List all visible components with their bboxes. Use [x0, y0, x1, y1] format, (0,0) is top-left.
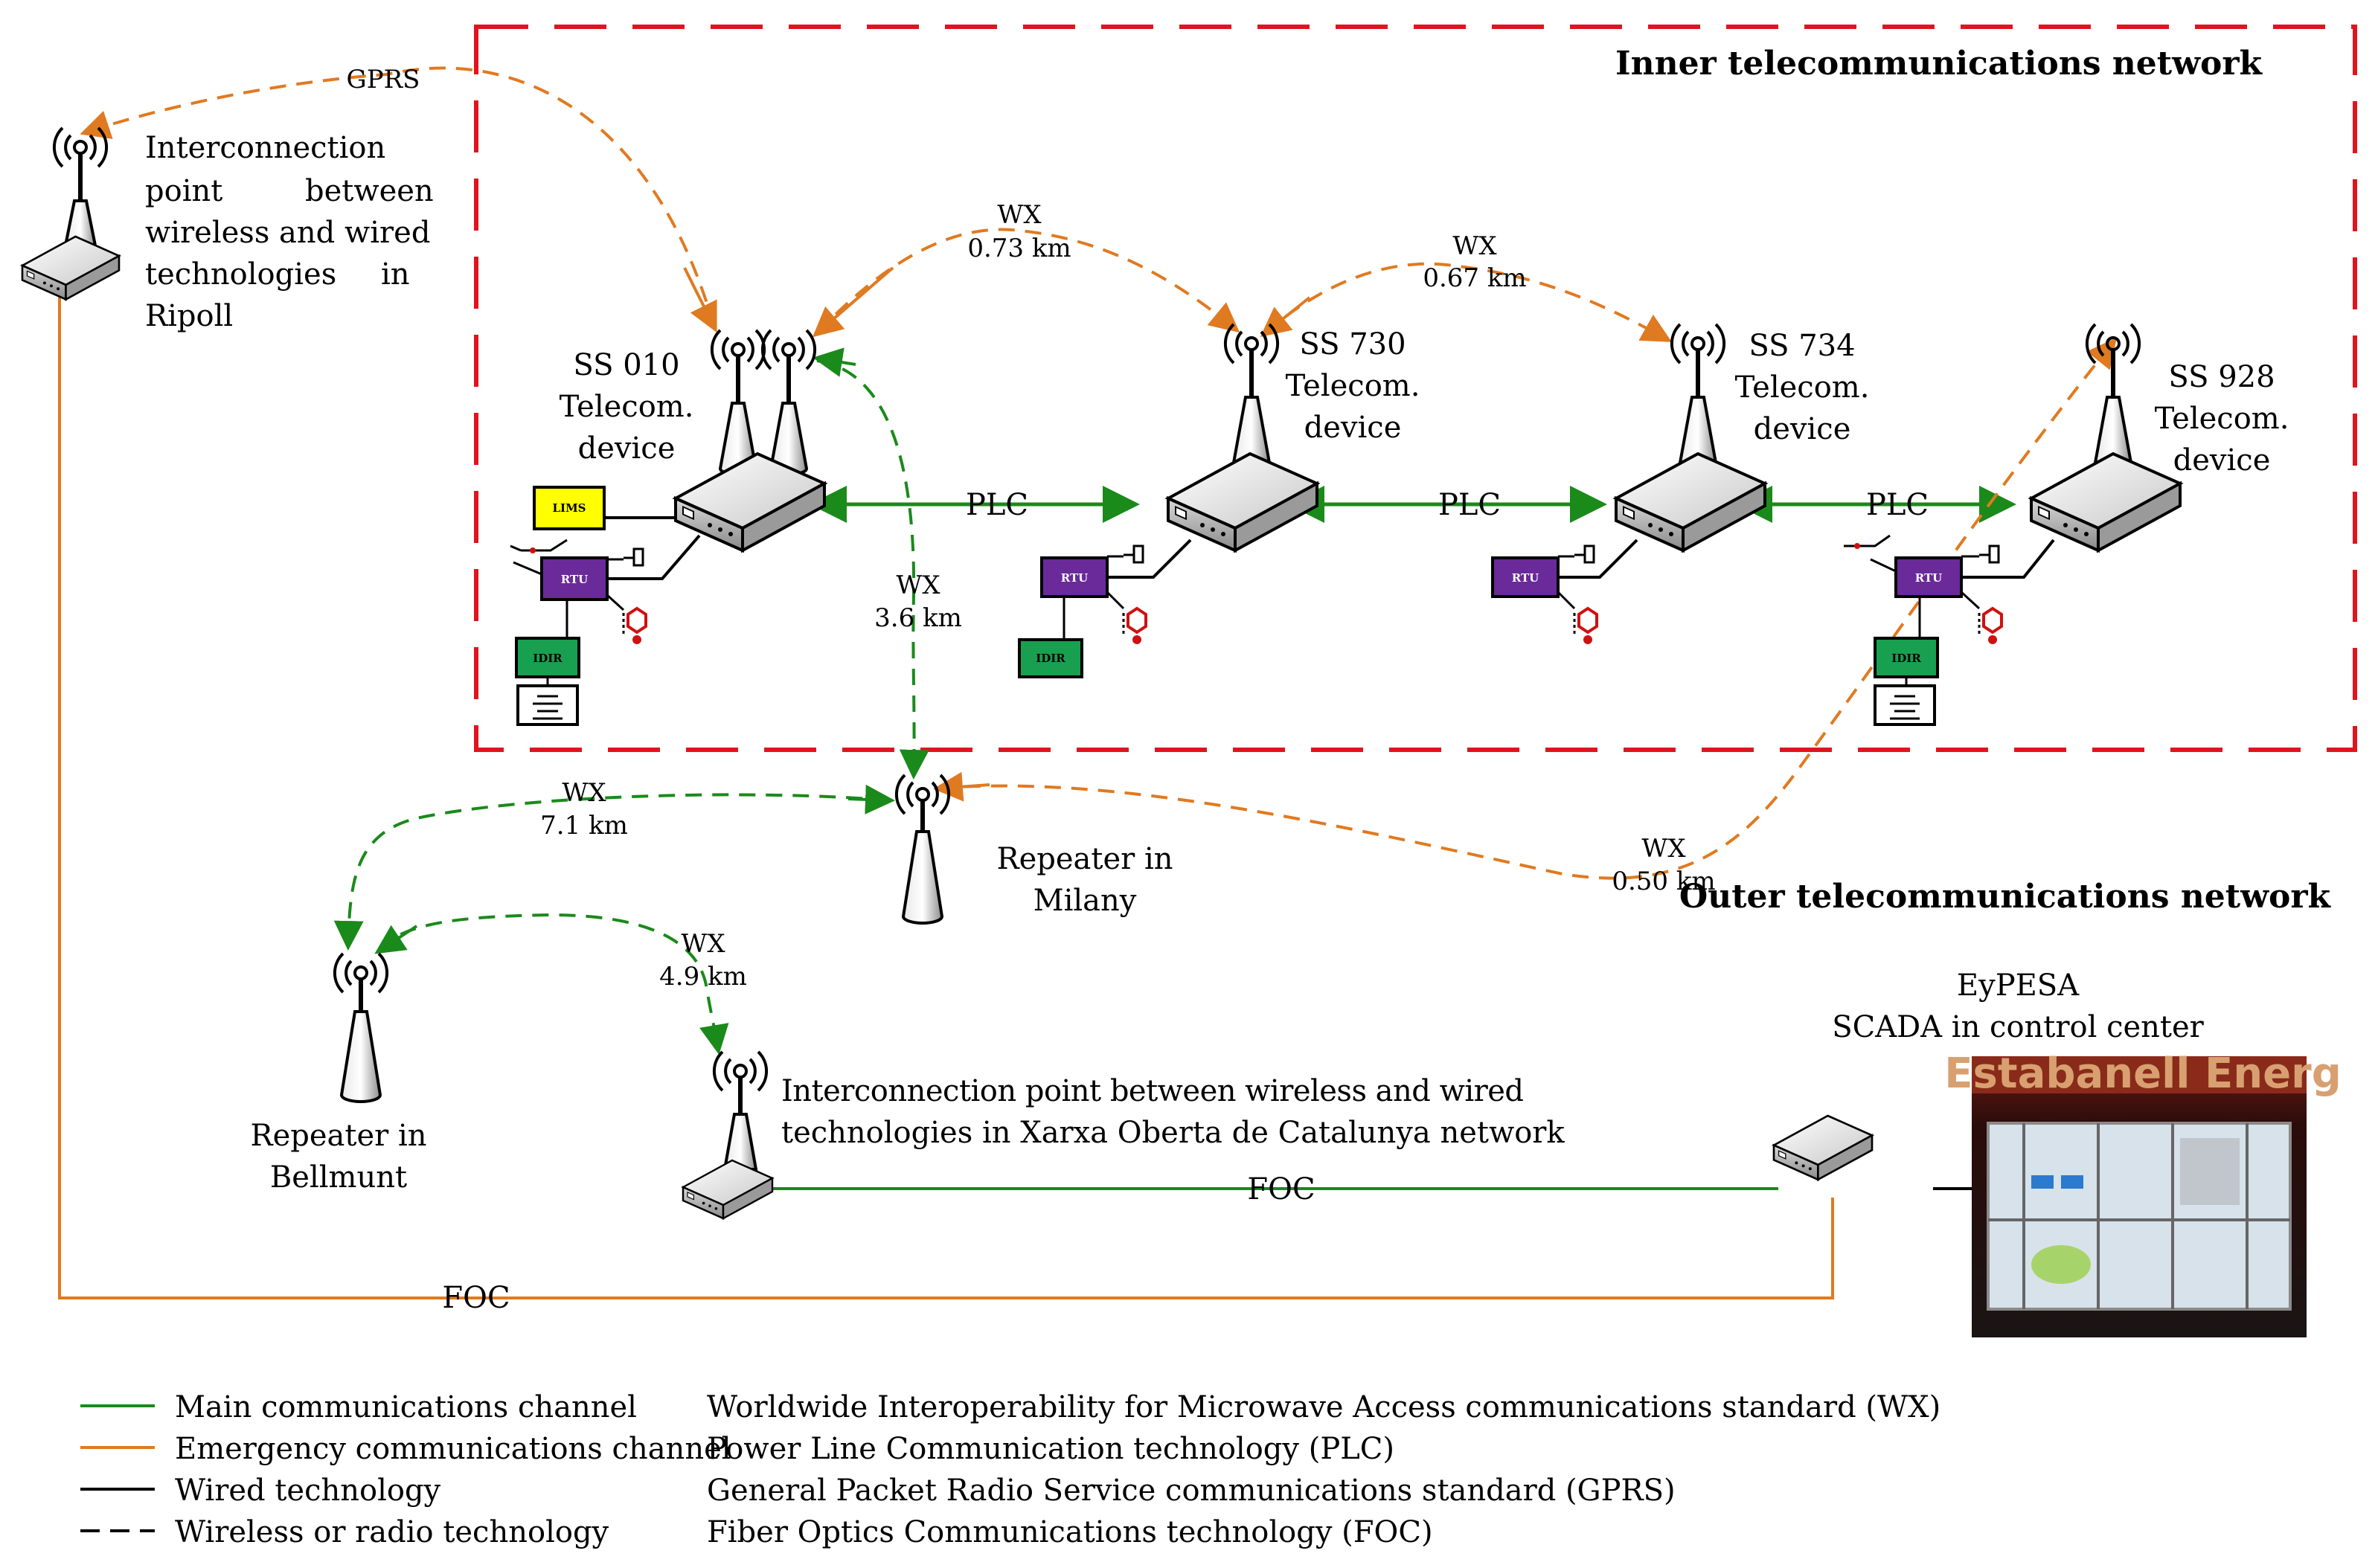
ss928-rtu: [1844, 534, 2055, 726]
foc-emergency-label: FOC: [442, 1281, 510, 1315]
ripoll-label: Interconnection: [145, 131, 385, 165]
inner-network-boundary: [474, 25, 2357, 752]
foc-main-label: FOC: [1247, 1172, 1315, 1206]
wx-label-bellmunt-xoc: WX: [681, 929, 725, 959]
ripoll-label-5: Ripoll: [145, 299, 233, 333]
legend-wired-text: Wired technology: [175, 1474, 441, 1508]
legend-gprs-text: General Packet Radio Service communicati…: [707, 1474, 1676, 1508]
ss730-label-3: device: [1304, 411, 1402, 445]
wx-label-milany-bellmunt: WX: [562, 778, 606, 808]
ss928-idir-label: IDIR: [1891, 652, 1921, 665]
plc-label-3: PLC: [1866, 488, 1929, 522]
ss734-rtu: [1491, 539, 1638, 646]
ss730-rtu-label: RTU: [1061, 571, 1088, 585]
wx-dist-milany-928: 0.50 km: [1612, 867, 1715, 896]
wx-dist-010-730: 0.73 km: [967, 234, 1071, 263]
ss928-label-3: device: [2173, 443, 2271, 478]
ss010-idir: [515, 637, 580, 726]
wx-label-010-730: WX: [997, 200, 1042, 230]
wx-link-milany-bellmunt: [333, 793, 890, 951]
ss734-rtu-label: RTU: [1512, 571, 1539, 585]
ss010-lims-label: LIMS: [553, 501, 586, 515]
bellmunt-label-1: Repeater in: [250, 1119, 426, 1153]
legend-emergency-text: Emergency communications channel: [175, 1432, 731, 1466]
legend-foc-text: Fiber Optics Communications technology (…: [707, 1515, 1433, 1549]
plc-label-2: PLC: [1438, 488, 1501, 522]
ss010-label-2: Telecom.: [560, 390, 694, 424]
ss010-idir-label: IDIR: [533, 652, 563, 665]
eypesa-label-2: SCADA in control center: [1832, 1010, 2204, 1044]
control-center-photo: [1972, 1056, 2307, 1337]
ss010-label-3: device: [578, 431, 676, 466]
ss928-rtu-label: RTU: [1915, 571, 1942, 585]
ss730-device: [1167, 324, 1318, 552]
ss730-label-1: SS 730: [1299, 327, 1406, 362]
wx-dist-010-milany: 3.6 km: [874, 603, 962, 633]
ss928-device: [2030, 324, 2182, 552]
ripoll-label-3: wireless and wired: [145, 216, 430, 250]
legend-plc-text: Power Line Communication technology (PLC…: [707, 1432, 1394, 1466]
gprs-link: [80, 66, 716, 328]
legend-wireless-text: Wireless or radio technology: [175, 1515, 609, 1549]
ss730-idir-label: IDIR: [1036, 652, 1065, 665]
bellmunt-repeater: [333, 952, 389, 1103]
ss928-label-1: SS 928: [2168, 360, 2275, 394]
ss928-label-2: Telecom.: [2155, 402, 2289, 436]
milany-repeater: [894, 774, 951, 925]
ss010-label-1: SS 010: [573, 348, 679, 382]
gprs-label: GPRS: [347, 65, 420, 94]
wx-dist-milany-bellmunt: 7.1 km: [540, 811, 628, 841]
wx-dist-bellmunt-xoc: 4.9 km: [659, 962, 747, 992]
ss010-device: [674, 330, 826, 552]
wx-link-bellmunt-xoc: [378, 913, 729, 1055]
eypesa-label-1: EyPESA: [1957, 968, 2080, 1003]
ss734-label-3: device: [1754, 412, 1851, 446]
ss010-rtu-label: RTU: [561, 573, 588, 586]
wx-link-730-734: [1263, 262, 1672, 342]
wx-dist-730-734: 0.67 km: [1423, 263, 1526, 293]
legend-wx-text: Worldwide Interoperability for Microwave…: [707, 1390, 1940, 1424]
legend: [80, 1404, 155, 1532]
wx-link-milany-928: [937, 337, 2117, 880]
ss734-label-1: SS 734: [1749, 329, 1855, 363]
inner-network-title: Inner telecommunications network: [1615, 45, 2263, 83]
milany-label-2: Milany: [1033, 884, 1137, 918]
ss734-label-2: Telecom.: [1735, 370, 1870, 405]
wx-link-010-milany: [816, 359, 929, 780]
photo-sign-text: Estabanell Energ: [1944, 1050, 2342, 1098]
milany-label-1: Repeater in: [996, 842, 1173, 876]
legend-main-text: Main communications channel: [175, 1390, 637, 1424]
plc-label-1: PLC: [966, 488, 1028, 522]
foc-emergency-link: [58, 281, 1834, 1299]
ss730-label-2: Telecom.: [1286, 369, 1420, 403]
ss730-rtu: [1018, 539, 1192, 678]
wx-label-010-milany: WX: [896, 571, 940, 600]
xoc-label-2: technologies in Xarxa Oberta de Cataluny…: [781, 1116, 1565, 1150]
outer-network-title: Outer telecommunications network: [1679, 878, 2332, 916]
scada-router: [1772, 1114, 1874, 1181]
wx-label-milany-928: WX: [1641, 834, 1686, 864]
xoc-node: [682, 1050, 774, 1220]
bellmunt-label-2: Bellmunt: [270, 1160, 407, 1195]
ss010-lims: [533, 486, 676, 530]
ss734-device: [1615, 324, 1766, 552]
ss010-rtu: [510, 534, 701, 646]
wx-label-730-734: WX: [1452, 231, 1497, 261]
ripoll-node: [21, 126, 121, 301]
xoc-label-1: Interconnection point between wireless a…: [781, 1074, 1524, 1108]
